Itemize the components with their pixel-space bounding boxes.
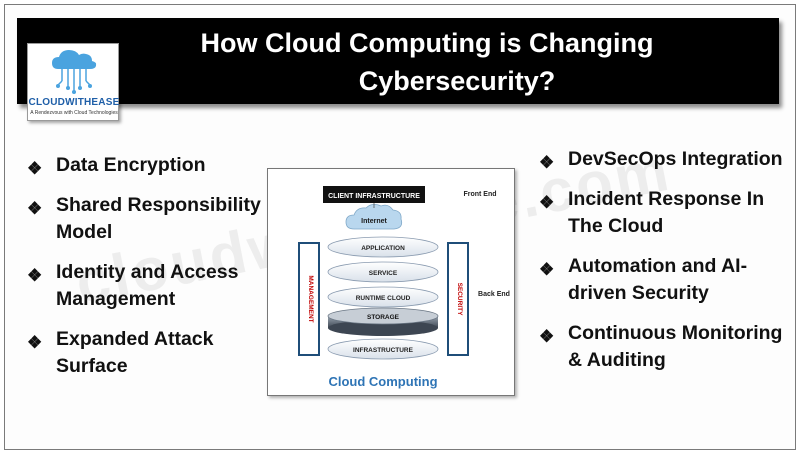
infrastructure-label: INFRASTRUCTURE <box>353 347 414 354</box>
logo: CLOUDWITHEASE A Rendezvous with Cloud Te… <box>27 43 119 121</box>
title-line-2: Cybersecurity? <box>358 66 556 96</box>
internet-label: Internet <box>361 218 387 225</box>
logo-name: CLOUDWITHEASE <box>28 97 120 108</box>
service-layer <box>327 261 439 283</box>
list-item: ❖Shared Responsibility Model <box>27 194 261 243</box>
application-label: APPLICATION <box>361 245 405 252</box>
management-label: MANAGEMENT <box>307 275 314 322</box>
storage-label: STORAGE <box>367 314 400 321</box>
diamond-bullet-icon: ❖ <box>539 260 555 279</box>
left-bullet-list: ❖Data Encryption ❖Shared Responsibility … <box>24 152 269 393</box>
page-title: How Cloud Computing is Changing Cybersec… <box>167 24 687 100</box>
list-item: ❖Data Encryption <box>24 152 269 179</box>
list-item: ❖Continuous Monitoring & Auditing <box>539 322 783 371</box>
management-bar <box>298 242 320 356</box>
title-banner: How Cloud Computing is Changing Cybersec… <box>17 18 779 104</box>
storage-layer <box>327 307 439 336</box>
diamond-bullet-icon: ❖ <box>27 333 43 352</box>
list-item: ❖Expanded Attack Surface <box>27 328 214 377</box>
diamond-bullet-icon: ❖ <box>27 199 43 218</box>
diamond-bullet-icon: ❖ <box>27 159 43 178</box>
security-label: SECURITY <box>456 283 463 317</box>
service-label: SERVICE <box>369 270 398 277</box>
list-item: ❖DevSecOps Integration <box>536 146 794 173</box>
logo-tagline: A Rendezvous with Cloud Technologies <box>30 110 118 116</box>
infrastructure-layer <box>327 338 439 360</box>
title-line-1: How Cloud Computing is Changing <box>200 28 654 58</box>
diamond-bullet-icon: ❖ <box>539 153 555 172</box>
front-end-label: Front End <box>463 191 496 198</box>
right-bullet-list: ❖DevSecOps Integration ❖Incident Respons… <box>536 146 794 387</box>
client-infrastructure-box <box>323 186 425 203</box>
diamond-bullet-icon: ❖ <box>539 193 555 212</box>
runtime-cloud-layer <box>327 286 439 308</box>
cloud-architecture-diagram: CLIENT INFRASTRUCTURE Front End Internet… <box>267 168 515 396</box>
list-item: ❖Identity and Access Management <box>27 261 239 310</box>
list-item: ❖Incident Response In The Cloud <box>539 188 765 237</box>
diamond-bullet-icon: ❖ <box>27 266 43 285</box>
cloud-circuit-icon <box>52 50 97 94</box>
client-infrastructure-label: CLIENT INFRASTRUCTURE <box>328 193 420 200</box>
diagram-caption: Cloud Computing <box>328 374 437 389</box>
security-bar <box>447 242 469 356</box>
diamond-bullet-icon: ❖ <box>539 327 555 346</box>
application-layer <box>327 236 439 258</box>
back-end-label: Back End <box>478 291 510 298</box>
runtime-cloud-label: RUNTIME CLOUD <box>356 295 411 302</box>
internet-cloud-icon <box>345 204 403 230</box>
list-item: ❖Automation and AI-driven Security <box>539 255 748 304</box>
